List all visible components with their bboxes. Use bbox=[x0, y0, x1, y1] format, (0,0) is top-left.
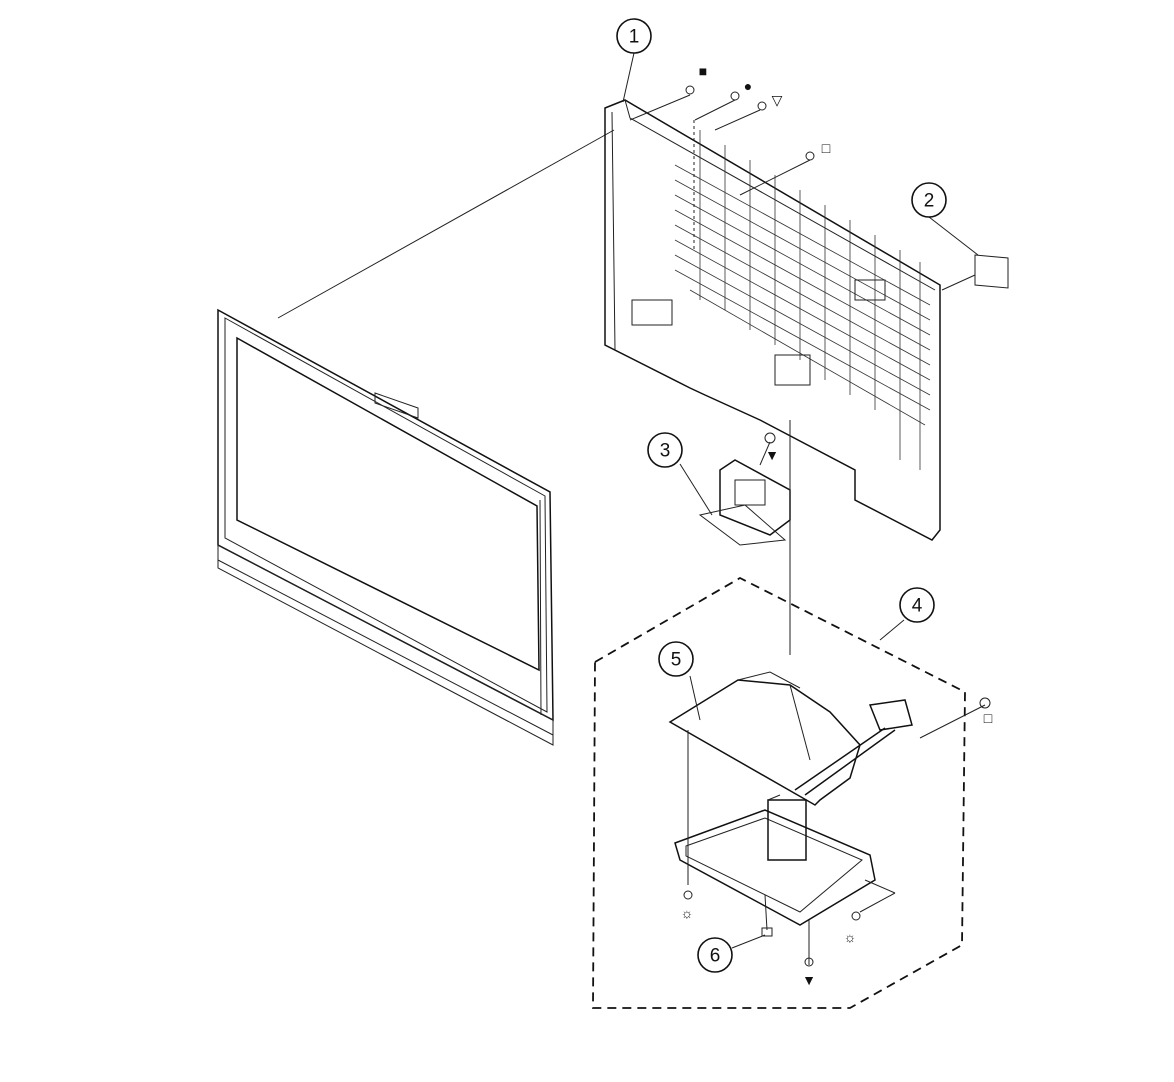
callout-4-label: 4 bbox=[912, 596, 923, 617]
callout-4: 4 bbox=[899, 587, 935, 623]
screw-open-triangle-symbol: ▽ bbox=[772, 92, 783, 108]
stand-base bbox=[674, 794, 876, 926]
leader-lines bbox=[622, 52, 986, 965]
screw-heads bbox=[683, 85, 991, 967]
stand-cover bbox=[668, 671, 861, 806]
label-sticker bbox=[974, 254, 1009, 289]
callout-3: 3 bbox=[647, 432, 683, 468]
back-cover bbox=[604, 99, 941, 541]
callout-5: 5 bbox=[658, 641, 694, 677]
callout-1: 1 bbox=[616, 18, 652, 54]
screw-filled-square-symbol: ■ bbox=[699, 63, 707, 79]
callout-3-label: 3 bbox=[660, 441, 671, 462]
screw-open-square-symbol: □ bbox=[822, 140, 831, 156]
stand-assembly-group bbox=[592, 576, 966, 1009]
bracket bbox=[698, 459, 791, 546]
callout-6: 6 bbox=[697, 937, 733, 973]
vent-grid bbox=[674, 130, 931, 470]
callout-1-label: 1 bbox=[629, 27, 640, 48]
callout-2-label: 2 bbox=[924, 191, 935, 212]
front-bezel-panel bbox=[217, 308, 554, 746]
callout-2: 2 bbox=[911, 182, 947, 218]
callout-6-label: 6 bbox=[710, 946, 721, 967]
leader-line-bezel bbox=[277, 129, 615, 319]
screw-filled-triangle-symbol: ▼ bbox=[765, 447, 779, 463]
screw-sun-left-symbol: ☼ bbox=[681, 905, 694, 921]
stand-support-bracket bbox=[794, 699, 913, 796]
screw-filled-triangle-bottom-symbol: ▼ bbox=[802, 972, 816, 988]
screw-sun-right-symbol: ☼ bbox=[844, 929, 857, 945]
callout-5-label: 5 bbox=[671, 650, 682, 671]
screw-filled-circle-symbol: ● bbox=[744, 78, 752, 94]
screw-open-square-stand-symbol: □ bbox=[984, 710, 993, 726]
